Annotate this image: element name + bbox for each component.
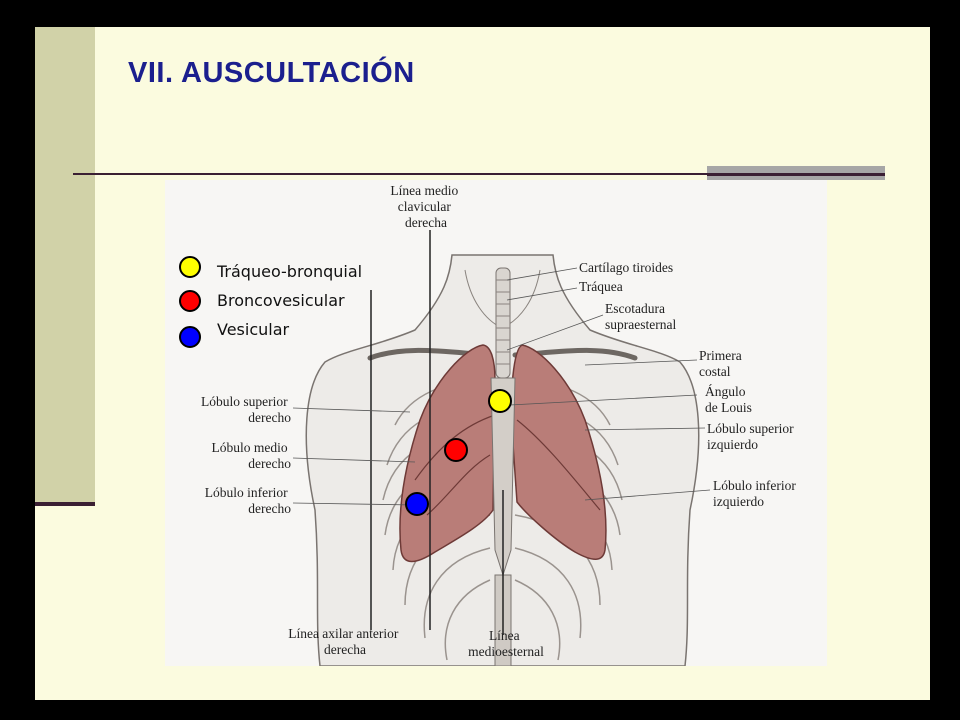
- legend-dot-broncovesicular: [179, 290, 201, 312]
- legend-label-broncovesicular: Broncovesicular: [217, 291, 345, 310]
- marker-traqueo-bronquial: [488, 389, 512, 413]
- sternum: [490, 377, 516, 577]
- label-primera-costal: Primera costal: [699, 348, 745, 379]
- legend: Tráqueo-bronquial Broncovesicular Vesicu…: [179, 256, 362, 348]
- thorax-diagram: Línea medio clavicular derecha Cartílago…: [179, 183, 799, 666]
- label-angulo-louis: Ángulo de Louis: [705, 384, 752, 415]
- slide-title: VII. AUSCULTACIÓN: [128, 57, 415, 89]
- anatomy-figure: Línea medio clavicular derecha Cartílago…: [165, 180, 827, 666]
- legend-label-vesicular: Vesicular: [217, 320, 290, 339]
- legend-label-traqueo-bronquial: Tráqueo-bronquial: [216, 262, 362, 281]
- label-leaders: [292, 267, 711, 506]
- label-linea-mediclavicular: Línea medio clavicular derecha: [390, 183, 461, 230]
- side-accent-bar: [35, 27, 95, 505]
- trachea: [495, 267, 511, 379]
- label-lobulo-sup-der: Lóbulo superior derecho: [201, 394, 291, 425]
- label-lobulo-inf-der: Lóbulo inferior derecho: [205, 485, 291, 516]
- side-accent-line: [35, 502, 95, 506]
- legend-dot-traqueo-bronquial: [179, 256, 201, 278]
- label-escotadura: Escotadura supraesternal: [605, 301, 676, 332]
- label-lobulo-sup-izq: Lóbulo superior izquierdo: [707, 421, 797, 452]
- slide: VII. AUSCULTACIÓN: [35, 27, 930, 700]
- label-linea-medioesternal: Línea medioesternal: [468, 628, 544, 659]
- title-divider-accent: [707, 174, 885, 176]
- label-linea-axilar: Línea axilar anterior derecha: [288, 626, 402, 657]
- label-lobulo-inf-izq: Lóbulo inferior izquierdo: [713, 478, 799, 509]
- marker-broncovesicular: [444, 438, 468, 462]
- label-traquea: Tráquea: [579, 279, 623, 294]
- marker-vesicular: [405, 492, 429, 516]
- label-cartilago-tiroides: Cartílago tiroides: [579, 260, 673, 275]
- title-divider: [73, 173, 885, 175]
- legend-dot-vesicular: [179, 326, 201, 348]
- label-lobulo-medio-der: Lóbulo medio derecho: [212, 440, 292, 471]
